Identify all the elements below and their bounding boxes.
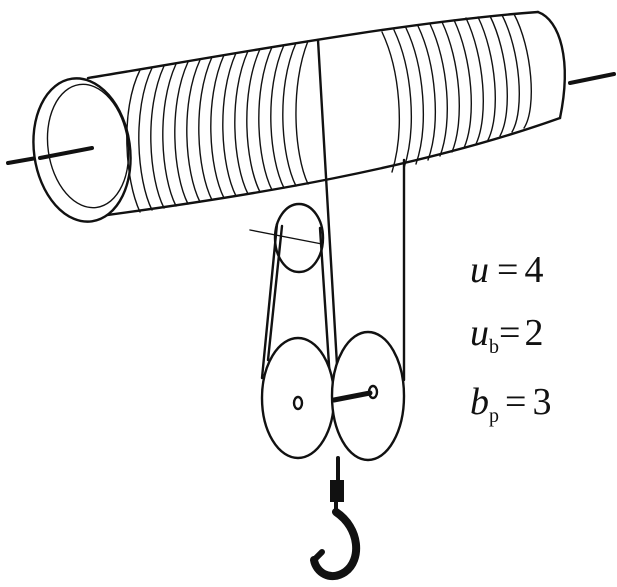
pulley-axle — [331, 390, 373, 403]
rope-windings-right — [381, 13, 532, 173]
rope-windings-left — [126, 40, 309, 213]
upper-pulley — [249, 202, 325, 274]
equation-ub: ub=2 — [470, 312, 543, 358]
drum — [32, 10, 566, 223]
equation-bp: bp=3 — [470, 381, 551, 427]
lower-pulley-left — [260, 336, 336, 460]
hook — [310, 456, 361, 581]
equation-u: u=4 — [470, 249, 543, 291]
hanging-ropes — [316, 38, 406, 384]
pulley-rope-loop — [260, 222, 332, 382]
equations: u=4 ub=2 bp=3 — [470, 249, 551, 427]
